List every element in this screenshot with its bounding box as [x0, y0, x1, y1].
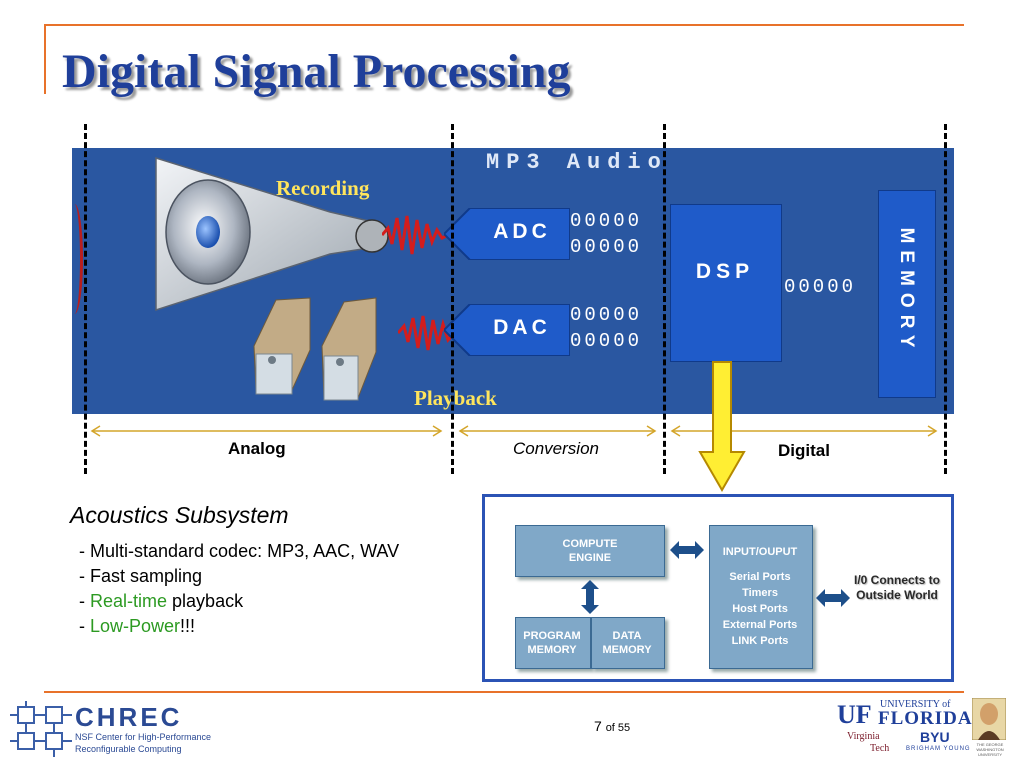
recording-label: Recording	[276, 176, 370, 200]
divider-right	[944, 124, 947, 474]
bullet-dash: -	[79, 566, 90, 586]
adc-bits-top: 00000	[570, 210, 643, 232]
acoustics-item-realtime: - Real-time playback	[79, 591, 243, 612]
dac-label: DAC	[493, 316, 551, 339]
page-current: 7	[594, 718, 602, 734]
io-title: INPUT/OUPUT	[722, 546, 798, 558]
byu-logo: BYU	[920, 729, 950, 745]
memory-block	[878, 190, 936, 398]
compute-memory-arrow-icon	[581, 580, 599, 614]
io-item-external: External Ports	[722, 619, 798, 631]
byu-full-name: BRIGHAM YOUNG	[906, 746, 971, 752]
bullet-text: playback	[167, 591, 244, 611]
bullet-dash: -	[79, 591, 90, 611]
compute-engine-label: COMPUTE ENGINE	[562, 538, 618, 564]
left-rule	[44, 24, 46, 94]
acoustics-item-codec: - Multi-standard codec: MP3, AAC, WAV	[79, 541, 399, 562]
bullet-text: !!!	[180, 616, 196, 636]
uf-mark: UF	[837, 700, 872, 729]
dsp-label: DSP	[695, 260, 755, 283]
bullet-highlight: Low-Power	[90, 616, 181, 636]
gw-portrait-icon	[972, 698, 1006, 740]
program-memory-block	[515, 617, 591, 669]
io-block	[709, 525, 813, 669]
digital-label: Digital	[778, 441, 830, 460]
speaker-icon	[155, 156, 389, 312]
adc-block	[444, 208, 570, 260]
down-arrow-icon	[698, 361, 746, 492]
chrec-logo-icon	[10, 701, 72, 757]
adc-label: ADC	[493, 220, 551, 243]
red-arc	[66, 204, 83, 314]
io-item-serial: Serial Ports	[729, 571, 791, 583]
uf-florida: FLORIDA	[878, 708, 973, 729]
outside-world-label: I/0 Connects to Outside World	[853, 573, 940, 602]
bullet-dash: -	[79, 541, 90, 561]
top-rule	[44, 24, 964, 26]
dac-bits-bottom: 00000	[570, 330, 643, 352]
slide-title: Digital Signal Processing	[62, 45, 571, 98]
divider-analog-conversion	[451, 124, 454, 474]
dac-block	[444, 304, 570, 356]
waveform-playback-icon	[398, 315, 456, 351]
mp3-audio-panel: MP3 Audio Recording	[72, 148, 954, 414]
page-total: of 55	[605, 722, 631, 734]
adc-bits-bottom: 00000	[570, 236, 643, 258]
vt-logo-line1: Virginia	[847, 731, 880, 742]
io-item-timers: Timers	[742, 587, 778, 599]
bullet-text: Multi-standard codec: MP3, AAC, WAV	[90, 541, 400, 561]
acoustics-item-lowpower: - Low-Power!!!	[79, 616, 195, 637]
chrec-name: CHREC	[75, 702, 183, 732]
bullet-dash: -	[79, 616, 90, 636]
divider-left	[84, 124, 87, 474]
data-memory-block	[591, 617, 665, 669]
acoustics-item-sampling: - Fast sampling	[79, 566, 202, 587]
vt-logo-line2: Tech	[870, 743, 890, 754]
acoustics-heading: Acoustics Subsystem	[70, 502, 289, 528]
block-diagram-frame: COMPUTE ENGINE PROGRAM MEMORY DATA MEMOR…	[482, 494, 954, 682]
chrec-tagline-2: Reconfigurable Computing	[75, 744, 182, 754]
playback-label: Playback	[414, 386, 497, 410]
dac-bits-top: 00000	[570, 304, 643, 326]
uf-university: UNIVERSITY of	[880, 699, 951, 710]
waveform-recording-icon	[382, 215, 449, 255]
compute-engine-block	[515, 525, 665, 577]
chrec-tagline-1: NSF Center for High-Performance	[75, 732, 212, 742]
compute-io-arrow-icon	[670, 541, 704, 559]
io-item-host: Host Ports	[732, 603, 788, 615]
bullet-highlight: Real-time	[90, 591, 168, 611]
program-memory-label: PROGRAM MEMORY	[523, 630, 581, 656]
analog-label: Analog	[228, 439, 286, 458]
data-memory-label: DATA MEMORY	[602, 630, 652, 656]
mp3-audio-heading: MP3 Audio	[486, 150, 668, 175]
divider-conversion-digital	[663, 124, 666, 474]
page-number: 7 of 55	[594, 718, 630, 734]
domain-arrows	[90, 425, 938, 437]
bullet-text: Fast sampling	[90, 566, 203, 586]
dsp-memory-bits: 00000	[784, 276, 857, 298]
playback-device-icon	[253, 297, 377, 401]
gw-logo-text: THE GEORGE WASHINGTON UNIVERSITY	[976, 742, 1004, 757]
io-item-link: LINK Ports	[731, 635, 789, 647]
bottom-rule	[44, 691, 964, 693]
conversion-label: Conversion	[513, 439, 599, 458]
io-outside-arrow-icon	[816, 589, 850, 607]
dsp-block	[670, 204, 782, 362]
